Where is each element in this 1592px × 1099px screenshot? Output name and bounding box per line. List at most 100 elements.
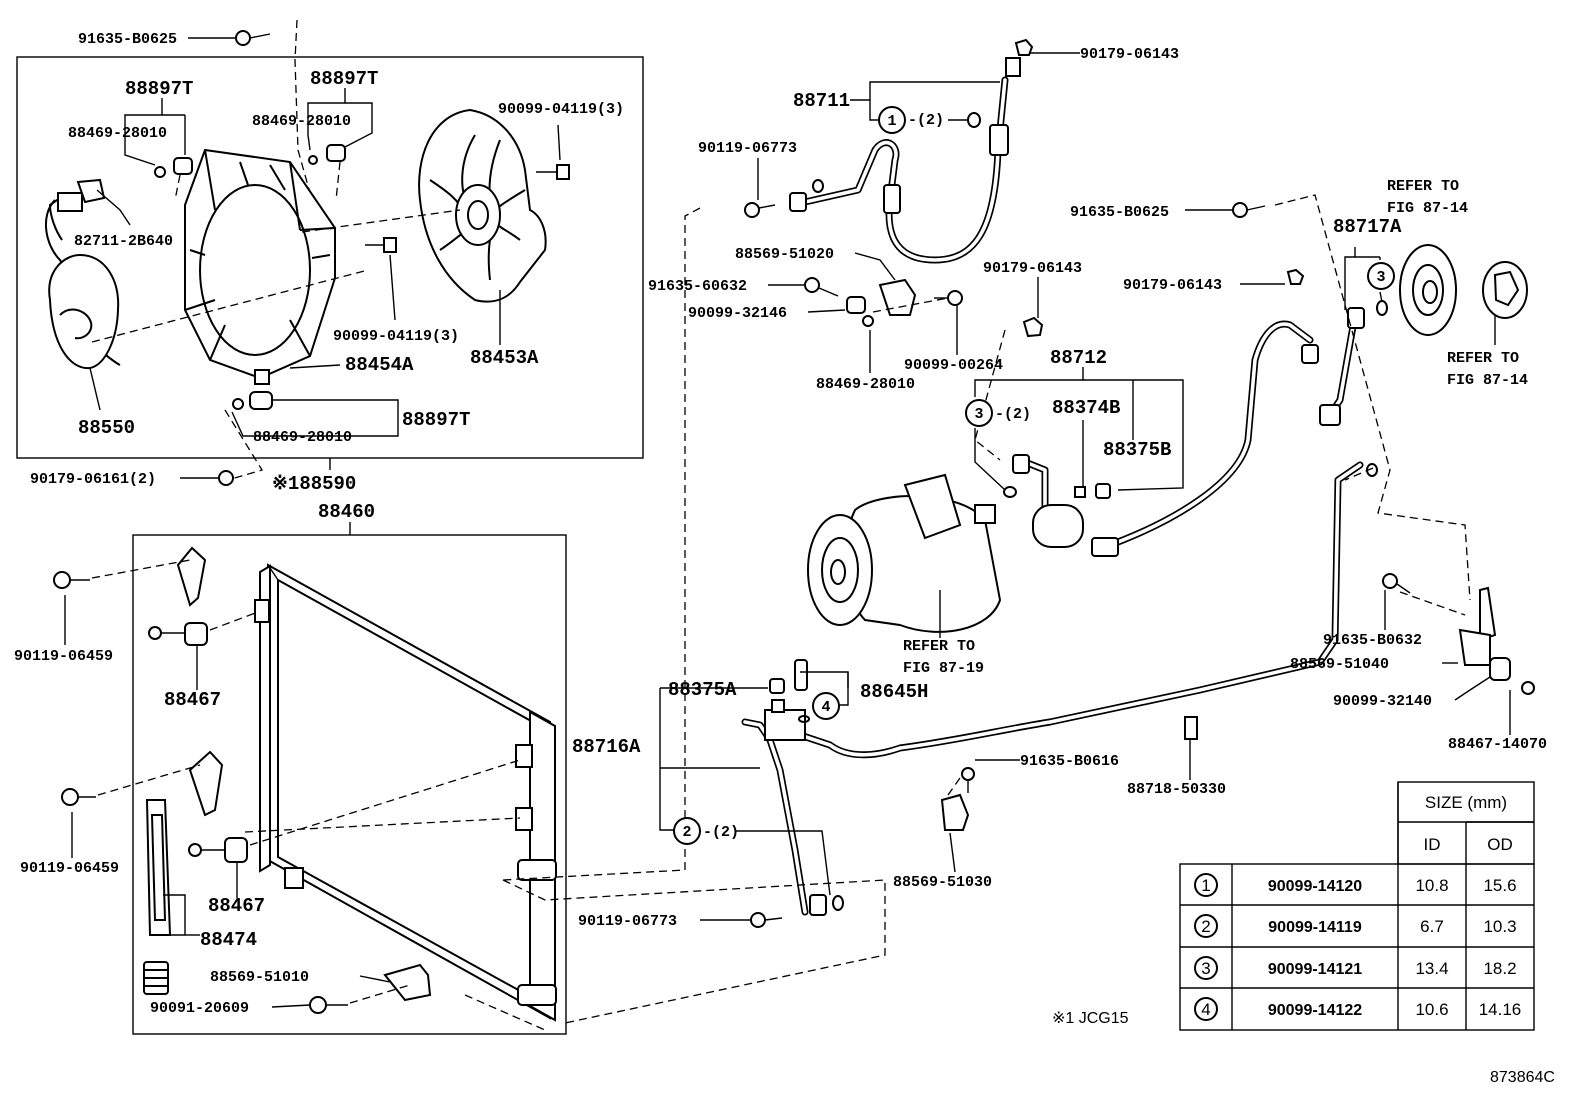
label-90179-06143-a: 90179-06143 [1080, 46, 1179, 63]
svg-text:6.7: 6.7 [1420, 917, 1444, 936]
label-88897t-b: 88897T [310, 68, 378, 90]
size-table-col-id: ID [1424, 835, 1441, 854]
footnote: ※1 JCG15 [1052, 1010, 1129, 1027]
receiver-dryer [145, 799, 172, 936]
label-82711-2b640: 82711-2B640 [74, 233, 173, 250]
label-88374b: 88374B [1052, 397, 1120, 419]
svg-text:-(2): -(2) [995, 406, 1031, 423]
grommet-88897t-b [326, 144, 346, 162]
svg-text:3: 3 [974, 406, 983, 423]
marker-3a: 3 -(2) [965, 399, 1031, 427]
fan-blade [418, 108, 547, 303]
label-88569-51040: 88569-51040 [1290, 656, 1389, 673]
svg-text:14.16: 14.16 [1479, 1000, 1522, 1019]
label-88469-28010-b: 88469-28010 [252, 113, 351, 130]
size-table-row: 1 90099-14120 10.8 15.6 [1194, 873, 1517, 897]
label-90099-04119-3a: 90099-04119(3) [498, 101, 624, 118]
ref-fig-87-19-line1: REFER TO [903, 638, 975, 655]
bolt-90099-04119-a [536, 164, 570, 180]
label-90119-06773-b: 90119-06773 [578, 913, 677, 930]
svg-text:3: 3 [1201, 959, 1210, 978]
svg-text:-(2): -(2) [908, 112, 944, 129]
ref-fig-87-14-b-line2: FIG 87-14 [1447, 372, 1528, 389]
svg-text:3: 3 [1376, 269, 1385, 286]
fan-shroud [184, 148, 336, 380]
marker-4: 4 [812, 692, 840, 720]
svg-text:-(2): -(2) [703, 824, 739, 841]
part-labels: 91635-B0625 88897T 88897T 88469-28010 88… [14, 31, 1547, 1017]
svg-text:4: 4 [1201, 1000, 1210, 1019]
bolt-91635-b0625-a [235, 30, 271, 46]
leader-lines [64, 37, 1511, 1008]
svg-text:10.3: 10.3 [1483, 917, 1516, 936]
bolt-91635-b0625-b [1232, 202, 1266, 218]
ref-fig-87-14-a-line2: FIG 87-14 [1387, 200, 1468, 217]
size-table-title: SIZE (mm) [1425, 793, 1507, 812]
svg-text:1: 1 [887, 113, 896, 130]
svg-text:90099-14121: 90099-14121 [1268, 961, 1362, 978]
label-88590: ※188590 [272, 473, 356, 495]
grommet-88897t-a [173, 157, 193, 175]
label-90179-06143-b: 90179-06143 [983, 260, 1082, 277]
size-table-col-od: OD [1487, 835, 1513, 854]
bolt-90119-06459-a [53, 571, 90, 589]
bolt-91635-b0632 [1382, 573, 1411, 594]
grommet-88897t-c [249, 391, 273, 410]
label-88712: 88712 [1050, 347, 1107, 369]
label-91635-b0625-a: 91635-B0625 [78, 31, 177, 48]
nut-90179-06143-a [1014, 38, 1034, 56]
bolt-88467-a [148, 622, 208, 646]
label-88375a: 88375A [668, 679, 737, 701]
svg-text:1: 1 [1201, 876, 1210, 895]
condenser-core [267, 563, 551, 1020]
compressor-clutch [1399, 244, 1528, 336]
label-90179-06143-c: 90179-06143 [1123, 277, 1222, 294]
label-88375b: 88375B [1103, 439, 1171, 461]
label-90119-06773-a: 90119-06773 [698, 140, 797, 157]
bolt-91635-60632 [804, 277, 839, 297]
desiccant-plug [143, 961, 169, 995]
figure-code: 873864C [1490, 1069, 1555, 1086]
label-88716a: 88716A [572, 736, 641, 758]
label-88645h: 88645H [860, 681, 928, 703]
label-90099-04119-3b: 90099-04119(3) [333, 328, 459, 345]
clamp-88569-51030 [940, 793, 970, 831]
ac-piping-group [218, 30, 1535, 1024]
svg-text:90099-14119: 90099-14119 [1268, 919, 1362, 936]
size-table-row: 2 90099-14119 6.7 10.3 [1194, 914, 1517, 938]
bracket-88569-51010 [383, 963, 432, 1002]
compressor [807, 473, 1002, 633]
pressure-switch [794, 659, 808, 691]
label-88569-51020: 88569-51020 [735, 246, 834, 263]
bolt-91635-b0616 [961, 767, 975, 793]
condenser-bracket-upper [176, 546, 207, 607]
fan-shroud-group [16, 19, 644, 481]
label-88897t-c: 88897T [402, 409, 470, 431]
nut-90179-06143-c [1286, 268, 1305, 285]
size-table: SIZE (mm) ID OD 1 90099-14120 10.8 15.6 … [1179, 781, 1535, 1031]
label-90179-06161-2: 90179-06161(2) [30, 471, 156, 488]
svg-text:13.4: 13.4 [1415, 959, 1448, 978]
bolt-90099-00264 [934, 290, 963, 306]
label-88454a: 88454A [345, 354, 414, 376]
svg-text:10.8: 10.8 [1415, 876, 1448, 895]
svg-text:2: 2 [1201, 917, 1210, 936]
svg-text:10.6: 10.6 [1415, 1000, 1448, 1019]
bolt-90119-06773-a [744, 202, 776, 218]
label-88453a: 88453A [470, 347, 539, 369]
label-88569-51030: 88569-51030 [893, 874, 992, 891]
svg-text:2: 2 [682, 824, 691, 841]
fan-motor [48, 253, 120, 370]
svg-text:15.6: 15.6 [1483, 876, 1516, 895]
condenser-bracket-lower [188, 750, 224, 817]
label-88469-28010-a: 88469-28010 [68, 125, 167, 142]
size-table-row: 3 90099-14121 13.4 18.2 [1194, 956, 1517, 980]
label-88718-50330: 88718-50330 [1127, 781, 1226, 798]
bolt-90119-06773-b [750, 912, 783, 928]
motor-connector [57, 192, 83, 212]
svg-text:90099-14120: 90099-14120 [1268, 878, 1362, 895]
label-91635-b0625-b: 91635-B0625 [1070, 204, 1169, 221]
svg-text:18.2: 18.2 [1483, 959, 1516, 978]
label-88717a: 88717A [1333, 216, 1402, 238]
